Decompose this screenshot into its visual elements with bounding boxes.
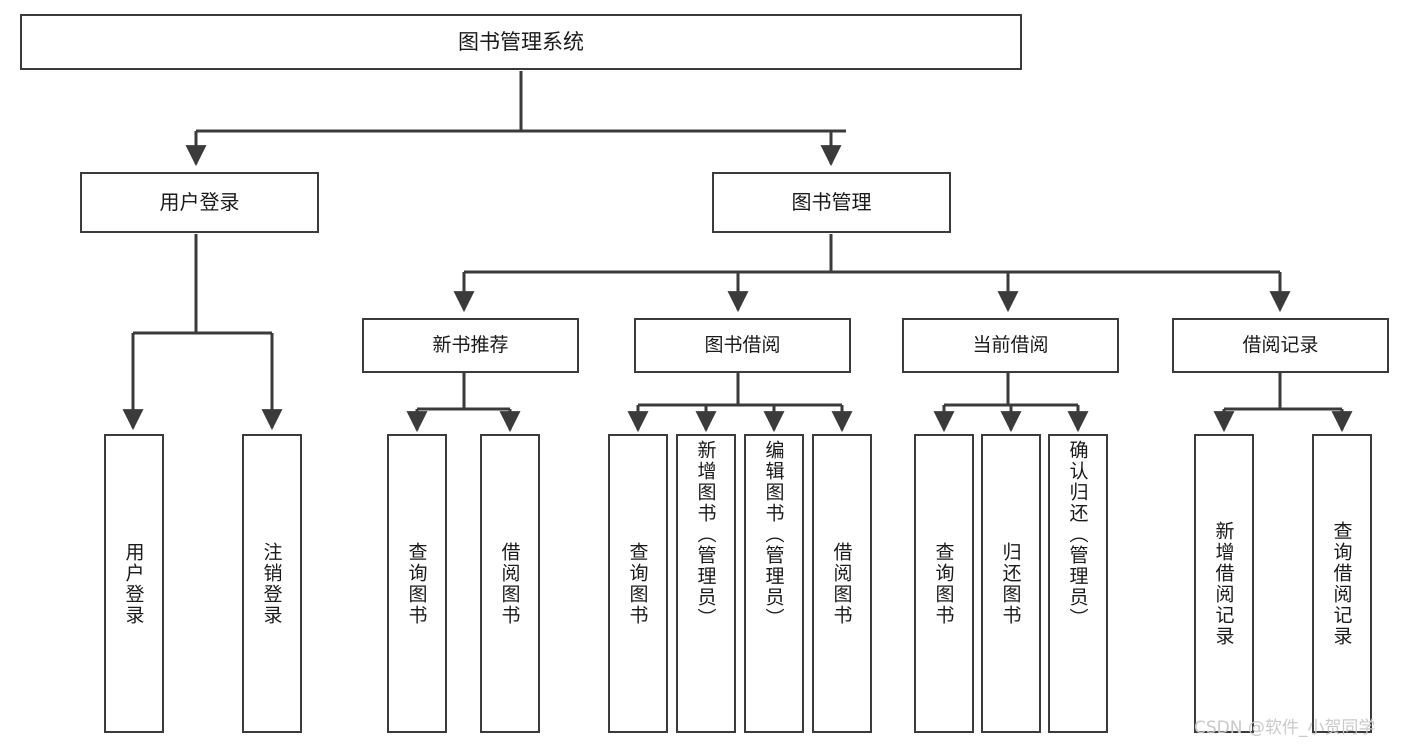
leaf-add-book-admin[interactable]: 新增图书（管理员） bbox=[676, 434, 736, 733]
leaf-borrow-book[interactable]: 借阅图书 bbox=[812, 434, 872, 733]
leaf-add-borrow-record[interactable]: 新增借阅记录 bbox=[1194, 434, 1254, 733]
node-current-borrow[interactable]: 当前借阅 bbox=[902, 318, 1119, 373]
leaf-query-book-borrow[interactable]: 查询图书 bbox=[608, 434, 668, 733]
node-book-management[interactable]: 图书管理 bbox=[712, 172, 951, 233]
leaf-edit-book-admin[interactable]: 编辑图书（管理员） bbox=[744, 434, 804, 733]
node-root-book-management-system[interactable]: 图书管理系统 bbox=[20, 14, 1022, 70]
leaf-borrow-book-recommend[interactable]: 借阅图书 bbox=[480, 434, 540, 733]
leaf-return-book[interactable]: 归还图书 bbox=[981, 434, 1041, 733]
leaf-query-book-recommend[interactable]: 查询图书 bbox=[387, 434, 447, 733]
node-new-book-recommend[interactable]: 新书推荐 bbox=[362, 318, 579, 373]
leaf-logout[interactable]: 注销登录 bbox=[242, 434, 302, 733]
leaf-query-borrow-record[interactable]: 查询借阅记录 bbox=[1312, 434, 1372, 733]
node-user-login[interactable]: 用户登录 bbox=[80, 172, 319, 233]
leaf-user-login[interactable]: 用户登录 bbox=[104, 434, 164, 733]
node-book-borrow[interactable]: 图书借阅 bbox=[634, 318, 851, 373]
leaf-query-book-current[interactable]: 查询图书 bbox=[914, 434, 974, 733]
node-borrow-records[interactable]: 借阅记录 bbox=[1172, 318, 1389, 373]
leaf-confirm-return-admin[interactable]: 确认归还（管理员） bbox=[1048, 434, 1108, 733]
